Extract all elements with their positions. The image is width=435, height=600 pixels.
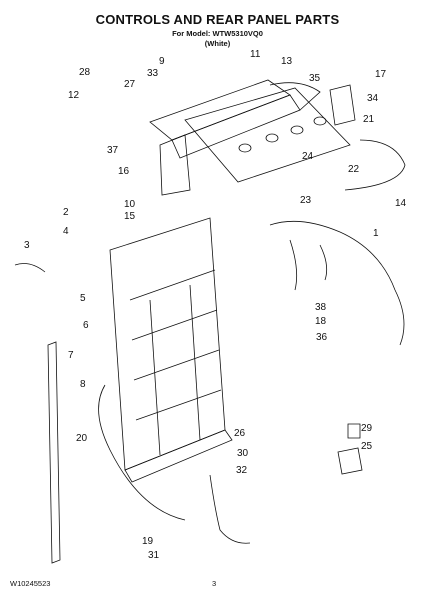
callout-9: 9 <box>159 56 165 67</box>
callout-21: 21 <box>363 114 375 125</box>
callout-28: 28 <box>79 67 91 78</box>
callout-8: 8 <box>80 379 86 390</box>
callout-22: 22 <box>348 164 360 175</box>
callout-31: 31 <box>148 550 160 561</box>
callout-23: 23 <box>300 195 312 206</box>
rear-control-panel <box>184 87 351 183</box>
callout-16: 16 <box>118 166 130 177</box>
callout-25: 25 <box>361 441 373 452</box>
ground-wire <box>14 263 46 273</box>
color-line: (White) <box>204 39 231 48</box>
callout-numbers: 1 2 3 4 5 6 7 8 9 10 11 12 13 14 15 16 1… <box>24 49 407 561</box>
callout-2: 2 <box>63 207 69 218</box>
callout-17: 17 <box>375 69 387 80</box>
callout-36: 36 <box>316 332 328 343</box>
callout-11: 11 <box>250 49 261 60</box>
callout-12: 12 <box>68 90 80 101</box>
callout-18: 18 <box>315 316 327 327</box>
callout-38: 38 <box>315 302 327 313</box>
callout-29: 29 <box>361 423 373 434</box>
drain-hose <box>98 384 186 521</box>
callout-32: 32 <box>236 465 248 476</box>
page-title: CONTROLS AND REAR PANEL PARTS <box>95 12 340 27</box>
model-line: For Model: WTW5310VQ0 <box>172 29 263 38</box>
callout-35: 35 <box>309 73 321 84</box>
callout-5: 5 <box>80 293 86 304</box>
callout-13: 13 <box>281 56 293 67</box>
cap <box>347 423 361 439</box>
callout-1: 1 <box>373 228 379 239</box>
callout-3: 3 <box>24 240 30 251</box>
callout-4: 4 <box>63 226 69 237</box>
model-subtitle: For Model: WTW5310VQ0 (White) <box>0 29 435 49</box>
callout-34: 34 <box>367 93 379 104</box>
cabinet-rear-panel <box>109 217 233 483</box>
callout-10: 10 <box>124 199 136 210</box>
control-console <box>149 79 321 196</box>
side-strip <box>47 341 61 564</box>
callout-7: 7 <box>68 350 74 361</box>
callout-30: 30 <box>237 448 249 459</box>
page-number: 3 <box>212 579 217 588</box>
pump <box>337 447 363 475</box>
callout-15: 15 <box>124 211 136 222</box>
wire-harness <box>269 220 405 346</box>
callout-20: 20 <box>76 433 88 444</box>
end-cap <box>329 84 356 126</box>
callout-6: 6 <box>83 320 89 331</box>
callout-37: 37 <box>107 145 119 156</box>
callout-27: 27 <box>124 79 136 90</box>
callout-19: 19 <box>142 536 154 547</box>
control-harness <box>344 139 406 191</box>
callout-26: 26 <box>234 428 246 439</box>
document-number: W10245523 <box>10 579 51 588</box>
wire-harness-branch <box>289 239 328 291</box>
callout-33: 33 <box>147 68 159 79</box>
callout-24: 24 <box>302 151 314 162</box>
drain-hose-lower <box>209 474 251 544</box>
callout-14: 14 <box>395 198 407 209</box>
